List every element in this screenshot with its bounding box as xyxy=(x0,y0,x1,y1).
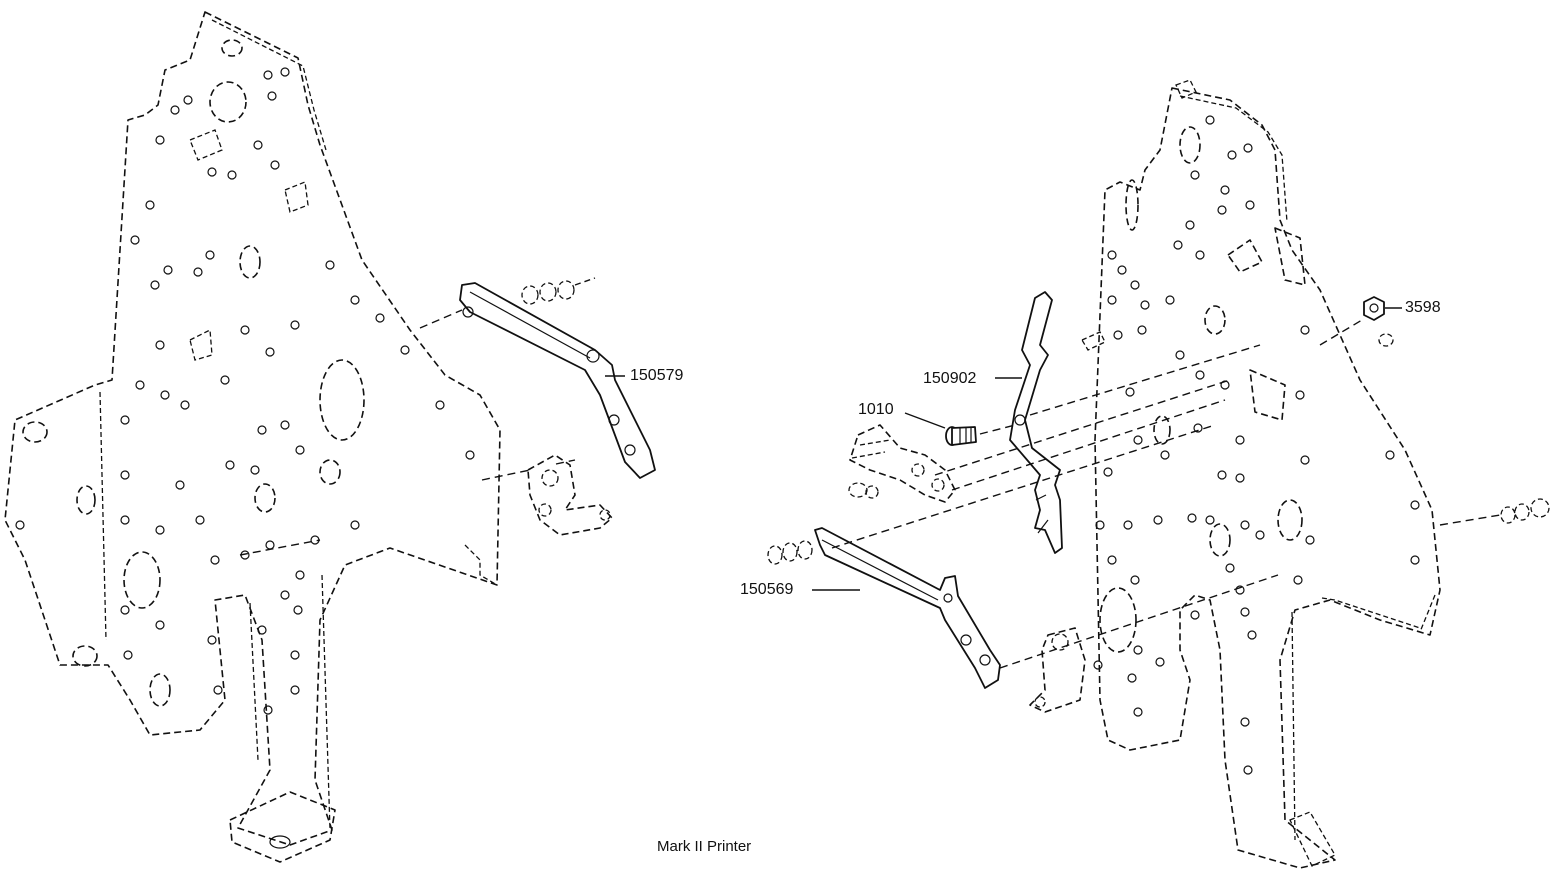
callout-150579: 150579 xyxy=(630,367,684,384)
left-screw-assembly xyxy=(521,277,596,305)
callout-150902: 150902 xyxy=(923,370,977,387)
right-frame-pin xyxy=(1081,331,1106,351)
right-side-frame xyxy=(1093,79,1441,869)
callout-150569: 150569 xyxy=(740,581,794,598)
lower-screw-assembly xyxy=(767,540,813,565)
right-alignment-lines xyxy=(831,319,1501,669)
spring-bracket-assembly xyxy=(848,424,956,503)
left-lower-bracket xyxy=(527,454,613,536)
callout-1010: 1010 xyxy=(858,401,894,418)
lever-150902 xyxy=(1009,291,1063,554)
right-lower-ear xyxy=(1029,627,1086,713)
bracket-150569 xyxy=(814,527,1001,689)
screw-1010 xyxy=(945,426,977,446)
left-side-frame xyxy=(4,11,501,863)
nut-3598 xyxy=(1363,296,1394,347)
right-screw-assembly xyxy=(1500,498,1550,524)
leader-1010 xyxy=(904,412,946,429)
bracket-150579 xyxy=(459,282,656,479)
left-alignment-lines xyxy=(239,309,576,556)
figure-caption: Mark II Printer xyxy=(657,838,752,855)
callout-3598: 3598 xyxy=(1405,299,1441,316)
